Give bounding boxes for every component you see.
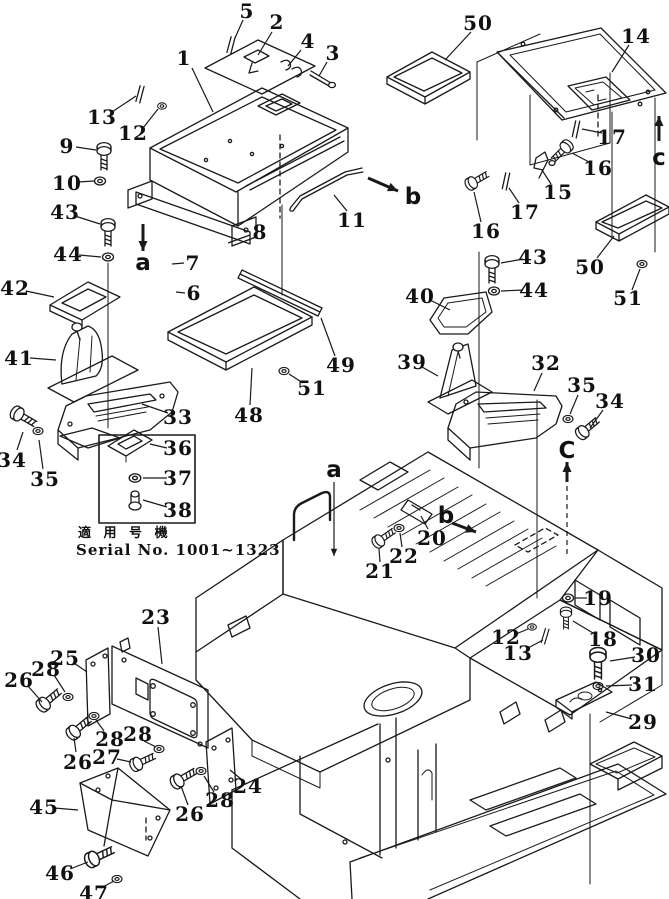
section-marker-a-2: a bbox=[326, 457, 342, 483]
callout-43: 43 bbox=[50, 200, 80, 224]
callout-2: 2 bbox=[269, 10, 285, 34]
callout-13-2: 13 bbox=[503, 641, 533, 665]
callout-25: 25 bbox=[50, 646, 80, 670]
callout-36: 36 bbox=[163, 436, 193, 460]
callout-21: 21 bbox=[365, 559, 395, 583]
callout-12-2: 12 bbox=[491, 625, 521, 649]
part-2-latch-panel bbox=[204, 39, 337, 95]
callout-44-2: 44 bbox=[519, 278, 549, 302]
callout-28-3: 28 bbox=[123, 722, 153, 746]
bottom-frame bbox=[231, 717, 667, 899]
part-25-panel bbox=[85, 647, 111, 727]
callout-22: 22 bbox=[389, 544, 419, 568]
callout-3: 3 bbox=[325, 41, 341, 65]
callout-11: 11 bbox=[337, 208, 367, 232]
callout-29: 29 bbox=[628, 710, 658, 734]
callout-50: 50 bbox=[463, 11, 493, 35]
part-8-bracket bbox=[127, 180, 257, 247]
part-29-plate bbox=[555, 681, 613, 720]
part-40-cover bbox=[429, 291, 493, 335]
callout-19: 19 bbox=[583, 586, 613, 610]
callout-31: 31 bbox=[628, 672, 658, 696]
part-50-pad-bottom bbox=[595, 194, 669, 242]
callout-50-2: 50 bbox=[575, 255, 605, 279]
part-11-rod bbox=[289, 167, 364, 212]
callout-17-2: 17 bbox=[510, 200, 540, 224]
section-marker-b-2: b bbox=[437, 503, 455, 529]
part-39-boot bbox=[427, 342, 493, 415]
callout-16-2: 16 bbox=[471, 219, 501, 243]
part-41-boot bbox=[47, 322, 139, 403]
callout-26: 26 bbox=[4, 668, 34, 692]
note-applicable-machines: 適 用 号 機 bbox=[78, 526, 172, 541]
callout-14: 14 bbox=[621, 24, 651, 48]
callout-28-4: 28 bbox=[205, 788, 235, 812]
callout-34: 34 bbox=[0, 448, 27, 472]
callout-35-2: 35 bbox=[567, 373, 597, 397]
callout-46: 46 bbox=[45, 861, 75, 885]
callout-51-2: 51 bbox=[613, 286, 643, 310]
callout-41: 41 bbox=[4, 346, 34, 370]
callout-5: 5 bbox=[239, 0, 255, 23]
part-45-cover-box bbox=[79, 767, 171, 857]
callout-28-2: 28 bbox=[95, 727, 125, 751]
section-marker-a: a bbox=[135, 250, 151, 276]
callout-40: 40 bbox=[405, 284, 435, 308]
part-42-cover bbox=[49, 281, 121, 327]
callout-4: 4 bbox=[300, 29, 316, 53]
callout-26-2: 26 bbox=[63, 750, 93, 774]
callout-45: 45 bbox=[29, 795, 59, 819]
callout-13: 13 bbox=[87, 105, 117, 129]
callout-28: 28 bbox=[31, 657, 61, 681]
part-49-strip bbox=[237, 269, 323, 317]
callout-12: 12 bbox=[118, 121, 148, 145]
callout-48: 48 bbox=[234, 403, 264, 427]
inset-box bbox=[98, 429, 196, 524]
part-36-plate bbox=[107, 429, 153, 457]
callout-43-2: 43 bbox=[518, 245, 548, 269]
callout-1: 1 bbox=[176, 46, 192, 70]
callout-51: 51 bbox=[297, 376, 327, 400]
callout-33: 33 bbox=[163, 405, 193, 429]
part-38-grommet bbox=[128, 490, 142, 511]
callout-20: 20 bbox=[417, 526, 447, 550]
callout-8: 8 bbox=[252, 220, 268, 244]
callout-24: 24 bbox=[233, 774, 263, 798]
callout-6: 6 bbox=[186, 281, 202, 305]
callout-30: 30 bbox=[631, 643, 661, 667]
callout-26-3: 26 bbox=[175, 802, 205, 826]
callout-38: 38 bbox=[163, 498, 193, 522]
callout-49: 49 bbox=[326, 353, 356, 377]
callout-15: 15 bbox=[543, 180, 573, 204]
section-marker-b: b bbox=[404, 184, 422, 210]
callout-16: 16 bbox=[583, 156, 613, 180]
callout-23: 23 bbox=[141, 605, 171, 629]
callout-27: 27 bbox=[92, 745, 122, 769]
part-48-plate bbox=[167, 286, 313, 371]
part-50-pad-top bbox=[386, 33, 541, 141]
callout-32: 32 bbox=[531, 351, 561, 375]
callout-7: 7 bbox=[185, 251, 201, 275]
part-23-panel bbox=[111, 637, 209, 749]
part-32-console-cover bbox=[447, 391, 563, 461]
note-serial-number: Serial No. 1001~1323 bbox=[76, 541, 281, 559]
callout-39: 39 bbox=[397, 350, 427, 374]
section-marker-C: C bbox=[558, 438, 576, 464]
part-1-floor-plate bbox=[149, 87, 349, 296]
callout-17: 17 bbox=[597, 125, 627, 149]
callout-35: 35 bbox=[30, 467, 60, 491]
main-body bbox=[195, 451, 663, 789]
callout-10: 10 bbox=[52, 171, 82, 195]
callout-18: 18 bbox=[588, 627, 618, 651]
callout-9: 9 bbox=[59, 134, 75, 158]
callout-44: 44 bbox=[53, 242, 83, 266]
callout-47: 47 bbox=[79, 881, 109, 899]
callout-34-2: 34 bbox=[595, 389, 625, 413]
callout-37: 37 bbox=[163, 466, 193, 490]
callout-42: 42 bbox=[0, 276, 30, 300]
section-marker-c: c bbox=[652, 145, 666, 171]
